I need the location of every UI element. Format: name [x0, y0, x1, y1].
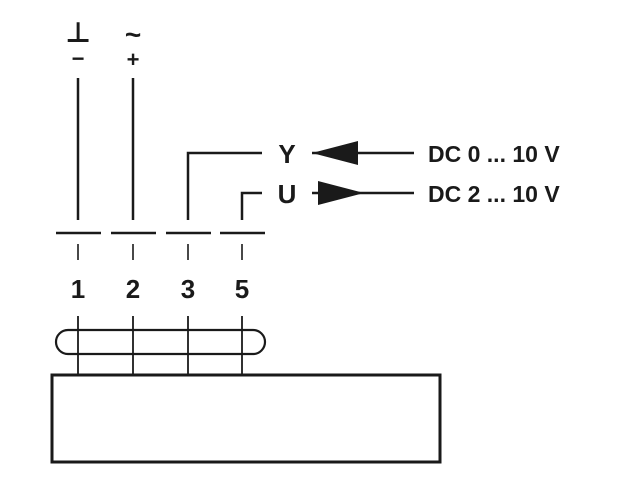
u-signal-range: DC 2 ... 10 V	[428, 181, 560, 207]
wire-5-upper	[240, 191, 262, 220]
terminal-number-2: 2	[126, 274, 140, 304]
terminal-number-5: 5	[235, 274, 249, 304]
y-signal-label: Y	[278, 139, 295, 169]
ground-polarity: −	[72, 46, 85, 71]
y-signal-range: DC 0 ... 10 V	[428, 141, 560, 167]
ac-polarity: +	[127, 47, 140, 72]
wire-3-upper	[186, 151, 262, 220]
ac-symbol: ~	[125, 19, 141, 50]
u-output-arrow-icon	[318, 181, 364, 205]
ground-symbol: ⊥	[65, 17, 91, 48]
cable-sheath	[54, 328, 267, 356]
device-body	[50, 373, 442, 464]
terminal-number-1: 1	[71, 274, 85, 304]
u-signal-label: U	[278, 179, 297, 209]
y-input-arrow-icon	[312, 141, 358, 165]
terminal-number-3: 3	[181, 274, 195, 304]
